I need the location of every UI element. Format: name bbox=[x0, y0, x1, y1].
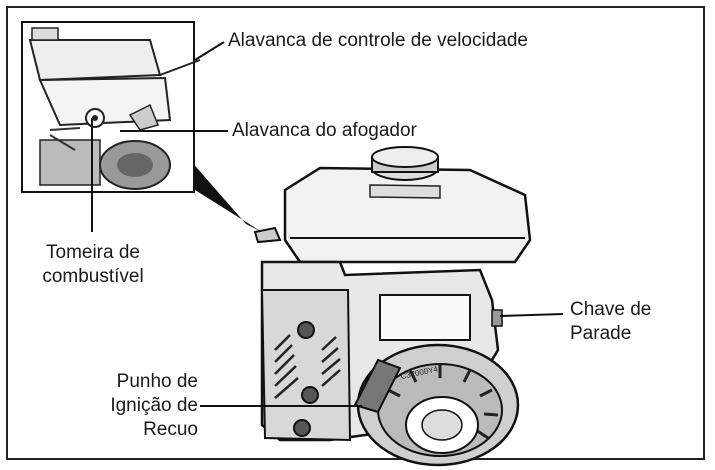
label-stop-switch: Chave de Parade bbox=[570, 298, 651, 346]
label-choke-lever: Alavanca do afogador bbox=[232, 120, 417, 141]
label-speed-control-lever: Alavanca de controle de velocidade bbox=[228, 30, 528, 51]
label-recoil-line3: Recuo bbox=[143, 419, 198, 440]
recoil-starter: C32000Y4 bbox=[356, 343, 520, 467]
inset-detail bbox=[21, 21, 201, 193]
engine-body: C32000Y4 bbox=[253, 146, 532, 467]
label-recoil-line2: Ignição de bbox=[110, 395, 198, 416]
label-fuel-valve-line2: combustível bbox=[42, 266, 144, 287]
label-fuel-valve: Tomeira de combustível bbox=[28, 241, 158, 289]
label-recoil-line1: Punho de bbox=[116, 371, 198, 392]
label-stop-switch-line2: Parade bbox=[570, 323, 632, 344]
label-fuel-valve-line1: Tomeira de bbox=[46, 242, 140, 263]
label-stop-switch-line1: Chave de bbox=[570, 299, 652, 320]
zoom-callout-wedge bbox=[190, 160, 262, 232]
leader-lines bbox=[91, 41, 564, 407]
stop-switch bbox=[491, 309, 503, 327]
label-recoil-starter: Punho de Ignição de Recuo bbox=[70, 370, 198, 442]
fuel-tank bbox=[283, 166, 532, 264]
recoil-handle bbox=[353, 358, 402, 414]
